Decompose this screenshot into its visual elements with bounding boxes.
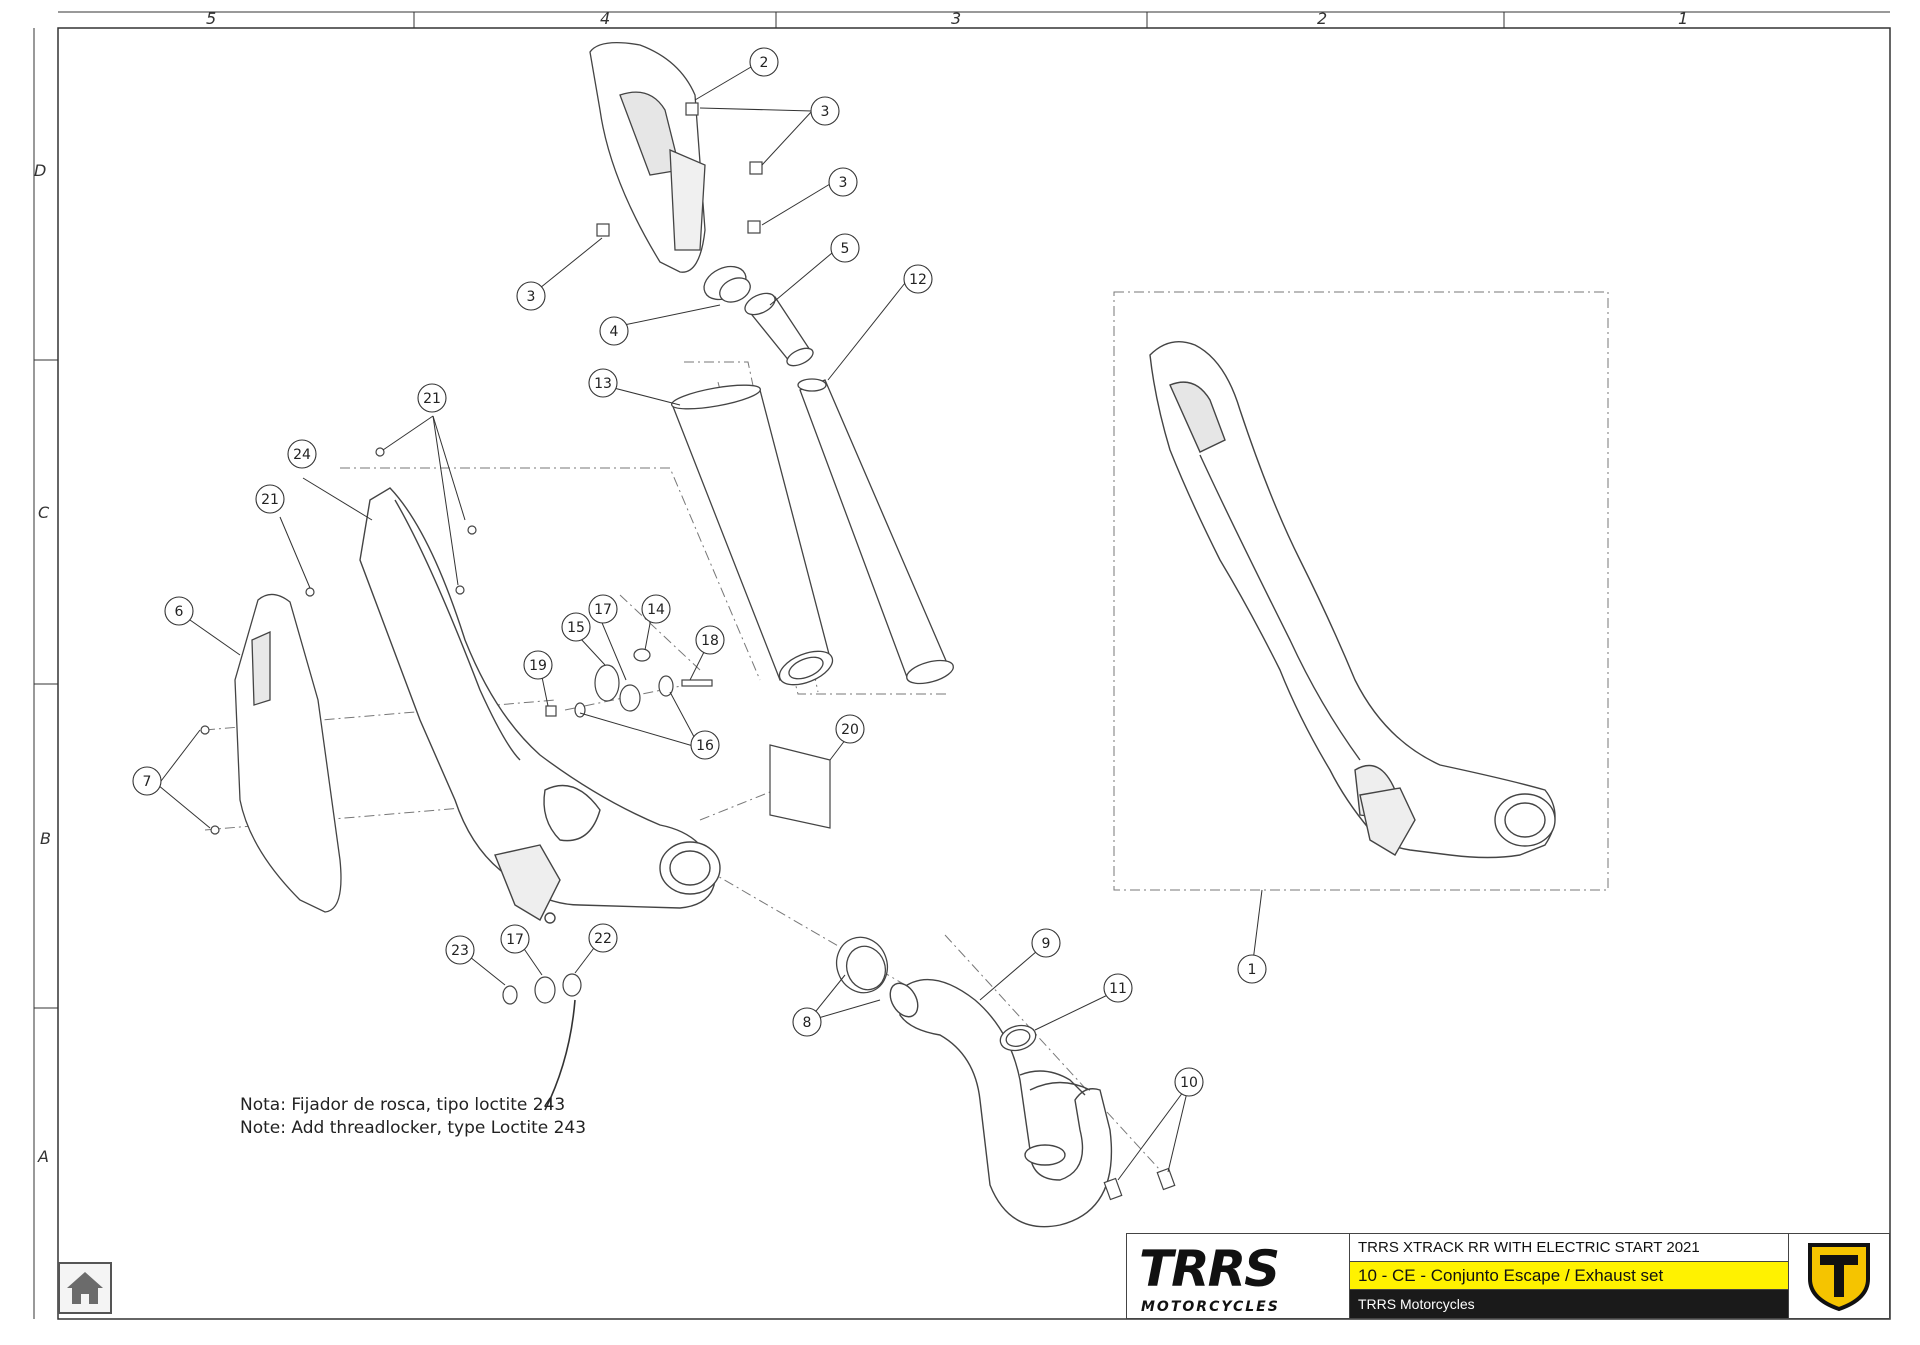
part-2-end-cap — [589, 42, 706, 273]
zone-col-1: 1 — [1678, 9, 1688, 28]
zone-row-d: D — [34, 161, 46, 180]
note-line-es: Nota: Fijador de rosca, tipo loctite 243 — [240, 1095, 565, 1115]
part-10-bolts — [1103, 1167, 1176, 1201]
part-13-sleeve — [671, 384, 834, 686]
callout-21-a: 21 — [423, 391, 441, 407]
part-24-silencer-body — [359, 487, 721, 924]
callout-3-a: 3 — [821, 104, 830, 120]
assembly-guides — [204, 291, 1609, 1171]
brand-badge — [1788, 1234, 1889, 1318]
zone-col-2: 2 — [1317, 9, 1327, 28]
callout-23: 23 — [451, 943, 469, 959]
callout-22: 22 — [594, 931, 612, 947]
part-12-inner-tube — [797, 378, 954, 685]
logo-main-text: TRRS — [1139, 1240, 1278, 1298]
callout-3-c: 3 — [527, 289, 536, 305]
callout-17-b: 17 — [506, 932, 524, 948]
callout-6: 6 — [175, 604, 184, 620]
callout-11: 11 — [1109, 981, 1127, 997]
part-11-seal — [999, 1024, 1037, 1052]
callout-8: 8 — [803, 1015, 812, 1031]
home-icon — [67, 1272, 103, 1304]
callout-circles — [132, 47, 1267, 1097]
model-title: TRRS XTRACK RR WITH ELECTRIC START 2021 — [1350, 1234, 1788, 1262]
title-block: TRRS MOTORCYCLES TRRS XTRACK RR WITH ELE… — [1126, 1233, 1890, 1319]
logo-sub-text: MOTORCYCLES — [1141, 1299, 1280, 1315]
part-9-header-pipe — [889, 978, 1113, 1228]
callout-16: 16 — [696, 738, 714, 754]
part-5-tail-tip — [744, 292, 814, 367]
callout-7: 7 — [143, 774, 152, 790]
callout-5: 5 — [841, 241, 850, 257]
drawing-frame — [57, 27, 1891, 1320]
part-1-assembled-silencer — [1149, 341, 1556, 859]
callout-18: 18 — [701, 633, 719, 649]
leader-lines — [157, 66, 1263, 1181]
zone-col-4: 4 — [600, 9, 610, 28]
note-line-en: Note: Add threadlocker, type Loctite 243 — [240, 1118, 586, 1138]
small-hardware — [200, 102, 763, 1005]
callout-15: 15 — [567, 620, 585, 636]
part-6-side-guard — [234, 593, 342, 913]
company-name: TRRS Motorcycles — [1350, 1290, 1788, 1318]
callout-3-b: 3 — [839, 175, 848, 191]
callout-19: 19 — [529, 658, 547, 674]
callout-1: 1 — [1248, 962, 1257, 978]
callout-4: 4 — [610, 324, 619, 340]
brand-logo: TRRS MOTORCYCLES — [1127, 1234, 1350, 1318]
shield-icon — [1808, 1243, 1870, 1312]
callout-14: 14 — [647, 602, 665, 618]
zone-row-a: A — [37, 1147, 49, 1166]
callout-17-a: 17 — [594, 602, 612, 618]
callout-10: 10 — [1180, 1075, 1198, 1091]
callout-20: 20 — [841, 722, 859, 738]
part-8-gasket — [835, 936, 889, 994]
part-20-label — [769, 744, 831, 829]
home-button[interactable] — [58, 1262, 112, 1314]
zone-col-5: 5 — [206, 9, 216, 28]
zone-ticks — [34, 12, 1505, 1009]
callout-12: 12 — [909, 272, 927, 288]
zone-col-3: 3 — [951, 9, 961, 28]
callout-13: 13 — [594, 376, 612, 392]
zone-row-c: C — [38, 503, 50, 522]
callout-24: 24 — [293, 447, 311, 463]
zone-row-b: B — [40, 829, 51, 848]
callout-2: 2 — [760, 55, 769, 71]
callout-21-b: 21 — [261, 492, 279, 508]
trrs-logo-mark: TRRS MOTORCYCLES — [1139, 1240, 1280, 1315]
section-title: 10 - CE - Conjunto Escape / Exhaust set — [1350, 1262, 1788, 1290]
callout-labels: 2 3 3 3 4 5 12 13 21 24 21 6 7 15 17 14 … — [143, 55, 1257, 1091]
callout-9: 9 — [1042, 936, 1051, 952]
part-4-ring — [703, 265, 751, 303]
